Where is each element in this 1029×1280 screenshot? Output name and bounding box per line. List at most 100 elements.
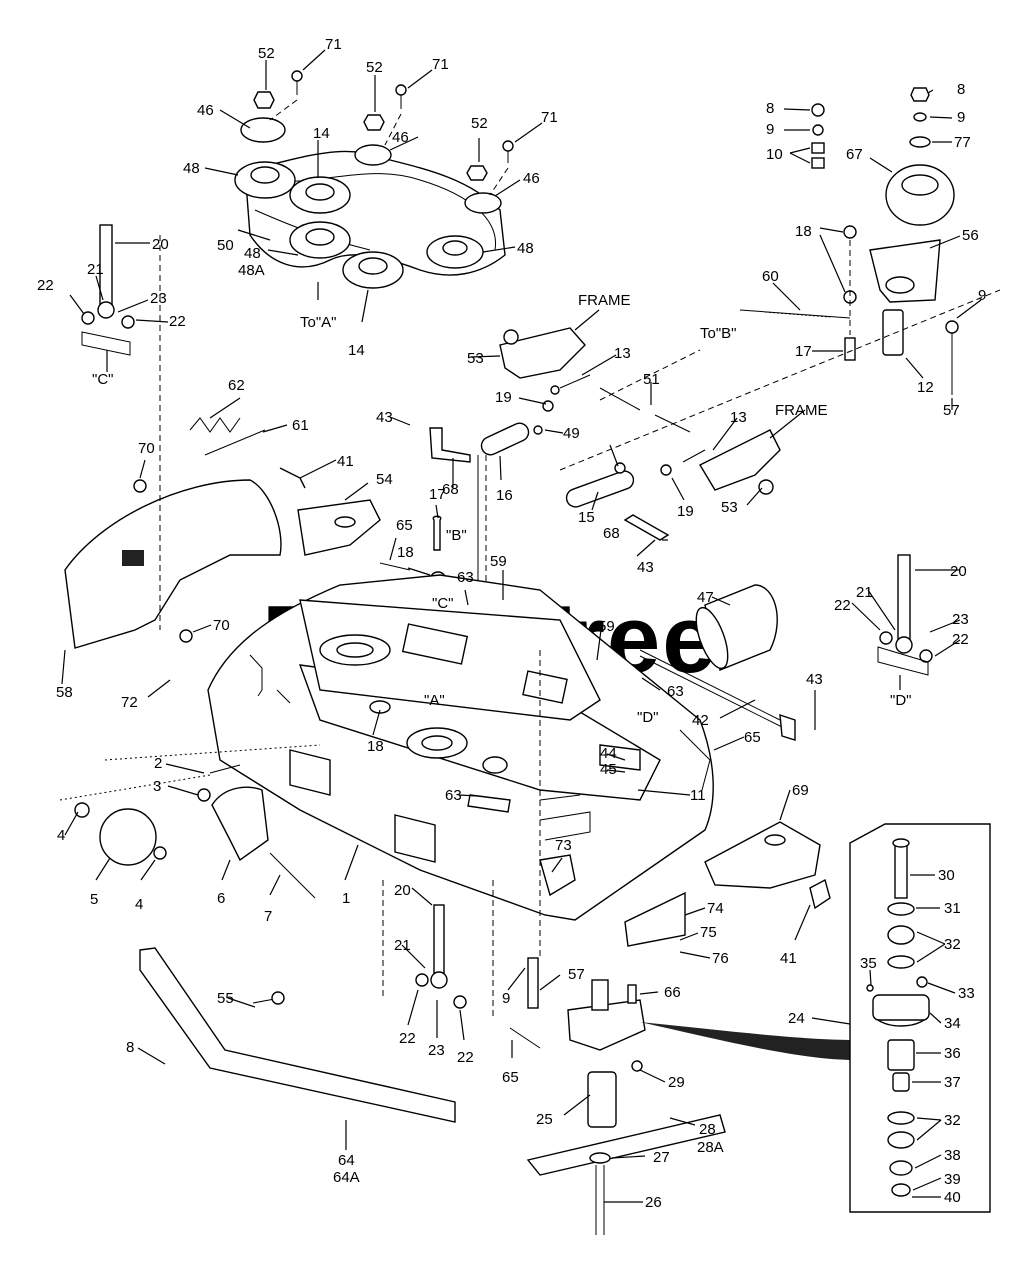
callout: 22 xyxy=(169,313,186,330)
callout: 52 xyxy=(471,115,488,132)
callout: 28 xyxy=(699,1121,716,1138)
callout: 14 xyxy=(313,125,330,142)
callout: 15 xyxy=(578,509,595,526)
callout-numbers: 52 71 46 14 48 50 48 48A 46 52 71 46 52 … xyxy=(37,36,986,1211)
callout: 40 xyxy=(944,1189,961,1206)
callout: 63 xyxy=(457,569,474,586)
callout: 54 xyxy=(376,471,393,488)
callout: 47 xyxy=(697,589,714,606)
callout: 57 xyxy=(568,966,585,983)
callout: 16 xyxy=(496,487,513,504)
callout: 29 xyxy=(668,1074,685,1091)
callout: 53 xyxy=(467,350,484,367)
callout: 62 xyxy=(228,377,245,394)
callout: 48 xyxy=(244,245,261,262)
callout: 68 xyxy=(442,481,459,498)
callout: 60 xyxy=(762,268,779,285)
callout: 1 xyxy=(342,890,350,907)
callout: 22 xyxy=(399,1030,416,1047)
label-frame-2: FRAME xyxy=(775,402,828,419)
reference-labels: To"A" To"B" FRAME FRAME "C" "C" "B" "A" … xyxy=(92,292,911,726)
callout: 45 xyxy=(600,761,617,778)
callout: 71 xyxy=(541,109,558,126)
callout: 21 xyxy=(394,937,411,954)
callout: 12 xyxy=(917,379,934,396)
callout: 58 xyxy=(56,684,73,701)
height-rod-left xyxy=(81,224,135,356)
callout: 76 xyxy=(712,950,729,967)
deflector-and-spring xyxy=(64,417,447,649)
callout: 3 xyxy=(153,778,161,795)
callout: 65 xyxy=(502,1069,519,1086)
label-to-a: To"A" xyxy=(300,314,337,331)
callout: 61 xyxy=(292,417,309,434)
callout: 63 xyxy=(445,787,462,804)
callout: 70 xyxy=(138,440,155,457)
callout: 70 xyxy=(213,617,230,634)
callout: 9 xyxy=(957,109,965,126)
right-guard-pieces xyxy=(624,821,831,947)
callout: 17 xyxy=(429,486,446,503)
height-rod-center xyxy=(415,904,467,1009)
label-frame-1: FRAME xyxy=(578,292,631,309)
callout: 69 xyxy=(792,782,809,799)
callout: 36 xyxy=(944,1045,961,1062)
callout: 19 xyxy=(677,503,694,520)
callout: 8 xyxy=(766,100,774,117)
callout: 2 xyxy=(154,755,162,772)
callout: 48 xyxy=(183,160,200,177)
label-ref-c-center: "C" xyxy=(432,595,453,612)
callout: 30 xyxy=(938,867,955,884)
mower-deck xyxy=(207,574,714,921)
idler-arm-assembly xyxy=(739,87,959,395)
callout: 10 xyxy=(766,146,783,163)
callout: 6 xyxy=(217,890,225,907)
callout: 37 xyxy=(944,1074,961,1091)
callout: 22 xyxy=(457,1049,474,1066)
callout: 4 xyxy=(135,896,143,913)
callout: 11 xyxy=(690,787,706,804)
callout: 64 xyxy=(338,1152,355,1169)
callout: 46 xyxy=(392,129,409,146)
leader-lines xyxy=(61,49,982,1203)
label-to-b: To"B" xyxy=(700,325,737,342)
callout: 51 xyxy=(643,371,660,388)
callout: 18 xyxy=(397,544,414,561)
callout: 49 xyxy=(563,425,580,442)
callout: 56 xyxy=(962,227,979,244)
callout: 28A xyxy=(697,1139,724,1156)
callout: 35 xyxy=(860,955,877,972)
callout: 43 xyxy=(376,409,393,426)
callout: 48 xyxy=(517,240,534,257)
callout: 67 xyxy=(846,146,863,163)
callout: 4 xyxy=(57,827,65,844)
label-ref-a: "A" xyxy=(424,692,445,709)
callout: 9 xyxy=(502,990,510,1007)
spindle-detail-box xyxy=(849,823,991,1213)
callout: 9 xyxy=(766,121,774,138)
callout: 23 xyxy=(952,611,969,628)
front-wheel-assembly xyxy=(74,764,316,899)
callout: 22 xyxy=(834,597,851,614)
callout: 71 xyxy=(325,36,342,53)
callout: 31 xyxy=(944,900,961,917)
callout: 39 xyxy=(944,1171,961,1188)
callout: 74 xyxy=(707,900,724,917)
callout: 13 xyxy=(730,409,747,426)
belt-pulley-assembly xyxy=(234,70,514,289)
callout: 27 xyxy=(653,1149,670,1166)
spindle-blade-assembly xyxy=(509,957,855,1235)
callout: 18 xyxy=(795,223,812,240)
callout: 21 xyxy=(87,261,104,278)
callout: 33 xyxy=(958,985,975,1002)
callout: 43 xyxy=(806,671,823,688)
callout: 25 xyxy=(536,1111,553,1128)
label-ref-c-left: "C" xyxy=(92,371,113,388)
callout: 41 xyxy=(337,453,354,470)
callout: 38 xyxy=(944,1147,961,1164)
callout: 63 xyxy=(667,683,684,700)
callout: 72 xyxy=(121,694,138,711)
roller-assembly xyxy=(639,584,796,741)
callout: 77 xyxy=(954,134,971,151)
callout: 22 xyxy=(952,631,969,648)
